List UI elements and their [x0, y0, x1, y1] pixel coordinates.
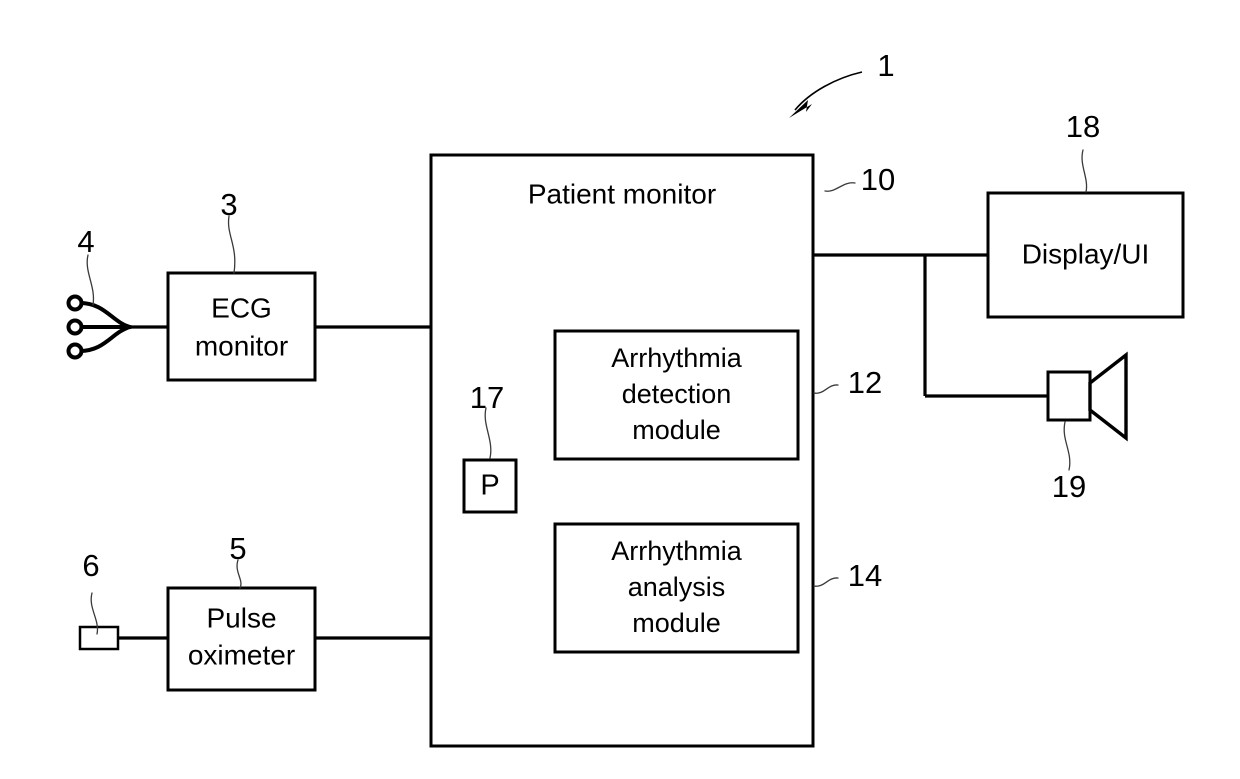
pulse-oximeter-box[interactable]	[166, 586, 317, 692]
arrhythmia-analysis-label-line1: Arrhythmia	[611, 536, 743, 566]
speaker-horn	[1088, 351, 1128, 442]
display-ui-label: Display/UI	[1022, 238, 1150, 269]
patient-monitor-label: Patient monitor	[528, 178, 716, 209]
ref-numeral-display: 18	[1066, 109, 1100, 144]
ecg-monitor-box[interactable]	[166, 271, 317, 382]
ref-numeral-processor: 17	[470, 380, 504, 415]
connection-lines	[118, 253, 1048, 640]
arrhythmia-analysis-label-line3: module	[632, 608, 721, 638]
ref-numeral-ecg-monitor: 3	[220, 187, 237, 222]
electrode-2	[66, 318, 84, 336]
arrhythmia-detection-label-line3: module	[632, 415, 721, 445]
ecg-monitor-label-line1: ECG	[211, 292, 272, 323]
arrhythmia-detection-block[interactable]: Arrhythmia detection module	[553, 329, 800, 461]
processor-label: P	[480, 470, 499, 502]
display-ui-box[interactable]	[986, 191, 1185, 319]
ref-numeral-system: 1	[877, 48, 894, 83]
ref-numeral-speaker: 19	[1052, 469, 1086, 504]
arrhythmia-analysis-box[interactable]	[553, 522, 800, 654]
electrode-3	[66, 342, 84, 360]
reference-numerals: 1 3 4 5 6 10 12 14 17 18 19	[77, 48, 1100, 593]
speaker-icon[interactable]	[1046, 351, 1128, 442]
ref-numeral-electrodes: 4	[77, 224, 94, 259]
ref-numeral-patient-monitor: 10	[861, 162, 895, 197]
display-ui-block[interactable]: Display/UI	[986, 191, 1185, 319]
leader-lines	[86, 149, 1088, 635]
arrhythmia-detection-label-line2: detection	[622, 379, 732, 409]
ref-numeral-detection-module: 12	[848, 365, 882, 400]
ecg-electrode-icon	[66, 294, 132, 360]
ref-numeral-analysis-module: 14	[848, 558, 882, 593]
arrhythmia-analysis-label-line2: analysis	[628, 572, 726, 602]
spo2-sensor-icon	[78, 625, 120, 651]
speaker-body[interactable]	[1046, 370, 1092, 422]
ref-numeral-sensor: 6	[82, 548, 99, 583]
processor-block[interactable]: P	[462, 458, 518, 514]
curved-arrow-icon	[789, 71, 863, 118]
ecg-monitor-block[interactable]: ECG monitor	[166, 271, 317, 382]
arrhythmia-analysis-block[interactable]: Arrhythmia analysis module	[553, 522, 800, 654]
ecg-monitor-label-line2: monitor	[195, 330, 288, 361]
electrode-1	[66, 294, 84, 312]
arrhythmia-detection-label-line1: Arrhythmia	[611, 343, 743, 373]
arrhythmia-detection-box[interactable]	[553, 329, 800, 461]
ref-numeral-pulse-oximeter: 5	[229, 531, 246, 566]
pulse-oximeter-label-line1: Pulse	[206, 602, 276, 633]
pulse-oximeter-label-line2: oximeter	[188, 639, 295, 670]
pulse-oximeter-block[interactable]: Pulse oximeter	[166, 586, 317, 692]
processor-box[interactable]	[462, 458, 518, 514]
